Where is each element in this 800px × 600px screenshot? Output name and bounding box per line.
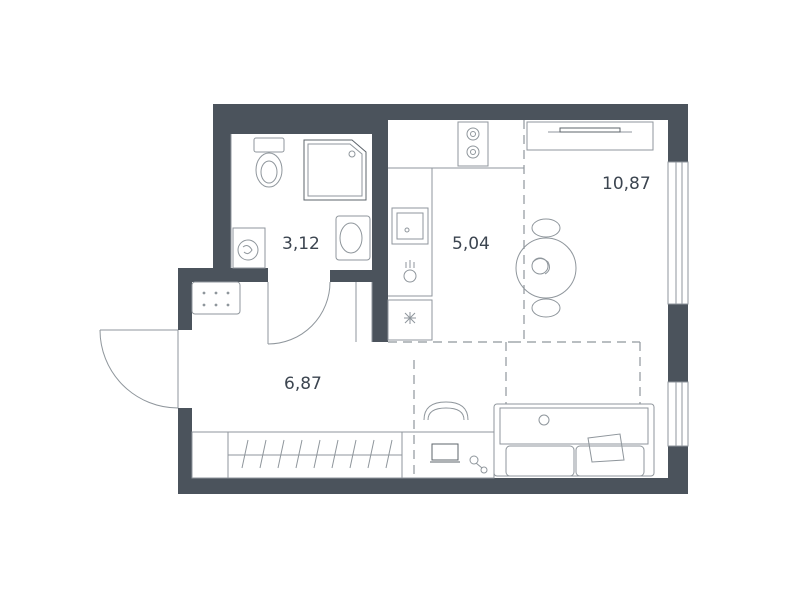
kitchen-area-label: 5,04: [452, 234, 490, 254]
wardrobe-icon: [191, 431, 403, 479]
lamp-icon: [469, 455, 488, 474]
fridge-icon: [387, 299, 433, 341]
hallway-area-label: 6,87: [284, 374, 322, 394]
kitchen: 5,04: [387, 120, 525, 343]
toilet-icon: [253, 137, 285, 188]
tap-icon: [403, 260, 417, 283]
desk-icon: [401, 431, 495, 479]
shelf-icon: [526, 121, 654, 151]
sofa-icon: [493, 403, 655, 477]
bathroom: 3,12: [230, 134, 371, 345]
chair-icon: [423, 401, 469, 421]
window-icon: [667, 161, 689, 447]
living-room: 10,87: [493, 121, 655, 477]
door-icon: [99, 329, 179, 409]
cabinet-icon: [191, 281, 241, 315]
kitchen-sink-icon: [391, 207, 429, 245]
stove-icon: [457, 121, 489, 167]
living-area-label: 10,87: [602, 174, 651, 194]
washing-machine-icon: [232, 227, 266, 269]
shower-icon: [303, 139, 367, 201]
walls: [178, 104, 688, 494]
bathroom-area-label: 3,12: [282, 234, 320, 254]
work-zone: [401, 360, 495, 479]
dining-table-icon: [515, 218, 577, 318]
hallway: 6,87: [99, 281, 403, 479]
door-icon: [267, 281, 331, 345]
laptop-icon: [430, 443, 460, 463]
sink-icon: [335, 215, 371, 261]
